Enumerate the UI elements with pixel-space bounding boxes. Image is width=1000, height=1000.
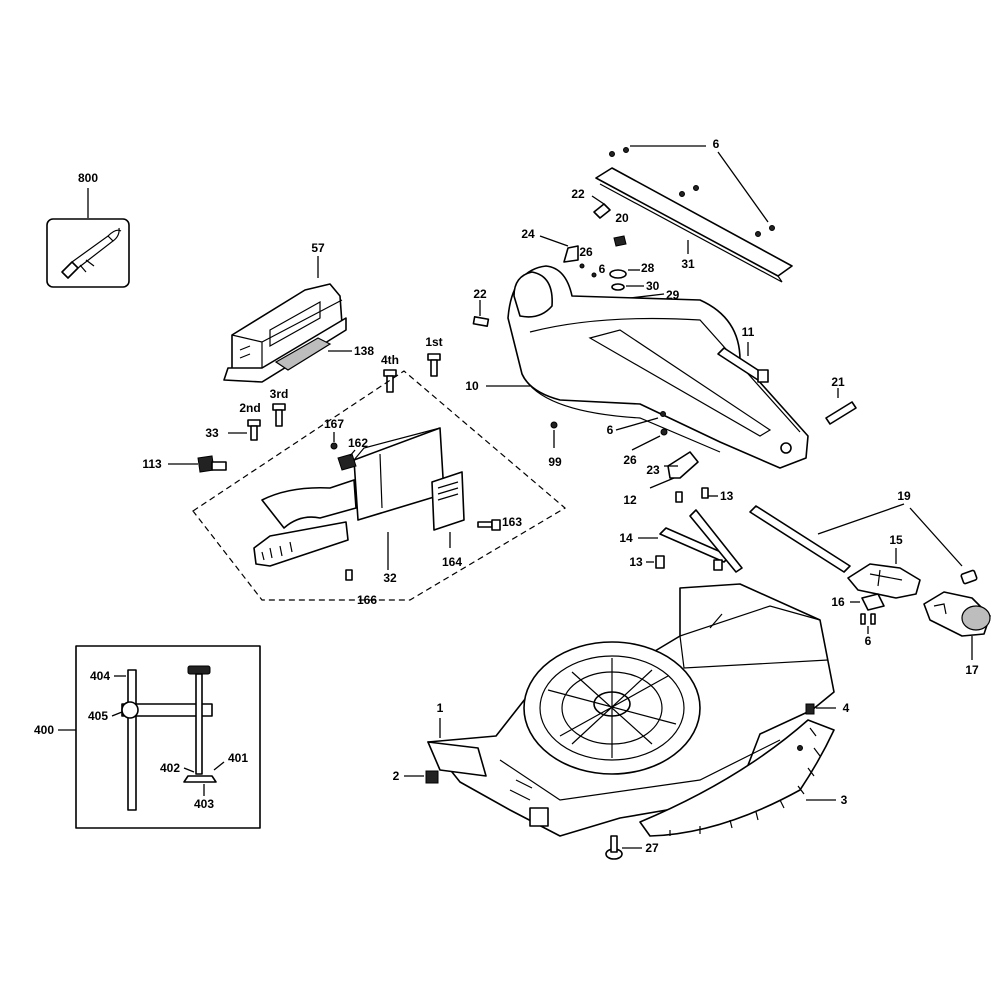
part-17-grip bbox=[923, 591, 991, 660]
label-29: 29 bbox=[666, 288, 680, 302]
label-26-top: 26 bbox=[579, 245, 593, 259]
part-14-link bbox=[638, 509, 743, 573]
label-167: 167 bbox=[324, 417, 344, 431]
part-99 bbox=[550, 421, 558, 448]
label-15: 15 bbox=[889, 533, 903, 547]
part-1-base bbox=[427, 583, 835, 837]
part-4-screw bbox=[805, 703, 836, 715]
label-26-mid: 26 bbox=[623, 453, 637, 467]
label-23: 23 bbox=[646, 463, 660, 477]
label-403: 403 bbox=[194, 797, 214, 811]
part-32-fence-assembly bbox=[253, 427, 501, 581]
part-13-screws bbox=[646, 487, 718, 569]
label-24: 24 bbox=[521, 227, 535, 241]
label-3: 3 bbox=[841, 793, 848, 807]
part-15-handle bbox=[847, 548, 921, 599]
label-11: 11 bbox=[742, 325, 755, 339]
label-400: 400 bbox=[34, 723, 54, 737]
label-6-bottom: 6 bbox=[865, 634, 872, 648]
label-14: 14 bbox=[619, 531, 633, 545]
part-22-pin-left bbox=[472, 300, 490, 327]
label-20: 20 bbox=[615, 211, 629, 225]
label-800: 800 bbox=[78, 171, 98, 185]
label-164: 164 bbox=[442, 555, 462, 569]
label-2: 2 bbox=[393, 769, 400, 783]
label-1: 1 bbox=[437, 701, 444, 715]
label-13-bottom: 13 bbox=[629, 555, 643, 569]
group-32-outline bbox=[192, 370, 567, 601]
part-22-pin-top bbox=[591, 195, 611, 219]
label-166: 166 bbox=[357, 593, 377, 607]
label-32: 32 bbox=[383, 571, 397, 585]
label-22-left: 22 bbox=[473, 287, 487, 301]
label-16: 16 bbox=[831, 595, 845, 609]
label-21: 21 bbox=[831, 375, 845, 389]
label-113: 113 bbox=[142, 457, 162, 471]
label-138: 138 bbox=[354, 344, 374, 358]
part-20 bbox=[613, 235, 627, 247]
part-19-rod bbox=[749, 503, 978, 585]
label-12: 12 bbox=[623, 493, 637, 507]
part-11-bolt bbox=[717, 342, 769, 383]
label-405: 405 bbox=[88, 709, 108, 723]
part-400-clamp bbox=[58, 645, 261, 829]
label-1st: 1st bbox=[425, 335, 442, 349]
part-800-wrench bbox=[46, 188, 130, 288]
label-163: 163 bbox=[502, 515, 522, 529]
label-27: 27 bbox=[645, 841, 659, 855]
part-16-clip bbox=[850, 593, 885, 634]
label-6-top: 6 bbox=[713, 137, 720, 151]
part-23-bracket bbox=[615, 411, 699, 489]
label-162: 162 bbox=[348, 436, 368, 450]
label-6-arm: 6 bbox=[599, 262, 606, 276]
label-30: 30 bbox=[646, 279, 660, 293]
part-113-knob bbox=[168, 455, 227, 473]
label-6-mid: 6 bbox=[607, 423, 614, 437]
part-10-arm bbox=[486, 265, 809, 469]
label-404: 404 bbox=[90, 669, 110, 683]
label-17: 17 bbox=[965, 663, 979, 677]
label-4th: 4th bbox=[381, 353, 399, 367]
label-99: 99 bbox=[548, 455, 562, 469]
part-3-kerf-plate bbox=[639, 719, 836, 837]
part-57-fence bbox=[223, 256, 347, 383]
label-4: 4 bbox=[843, 701, 850, 715]
label-22-top: 22 bbox=[571, 187, 585, 201]
label-10: 10 bbox=[465, 379, 479, 393]
part-2-foot bbox=[404, 770, 439, 784]
label-2nd: 2nd bbox=[239, 401, 260, 415]
label-33: 33 bbox=[205, 426, 219, 440]
label-3rd: 3rd bbox=[270, 387, 289, 401]
part-24-latch bbox=[539, 235, 597, 278]
label-13-top: 13 bbox=[720, 489, 734, 503]
callout-labels: 800 57 138 1st 4th 3rd 2nd 33 113 167 16… bbox=[34, 137, 979, 855]
label-19: 19 bbox=[897, 489, 911, 503]
label-31: 31 bbox=[681, 257, 695, 271]
label-57: 57 bbox=[311, 241, 325, 255]
part-21-pin bbox=[825, 388, 857, 425]
part-138-label bbox=[274, 337, 352, 371]
label-402: 402 bbox=[160, 761, 180, 775]
screws-1st-4th bbox=[228, 353, 441, 441]
label-28: 28 bbox=[641, 261, 655, 275]
label-401: 401 bbox=[228, 751, 248, 765]
part-27-screw bbox=[605, 835, 642, 860]
part-31-rail bbox=[595, 145, 793, 283]
